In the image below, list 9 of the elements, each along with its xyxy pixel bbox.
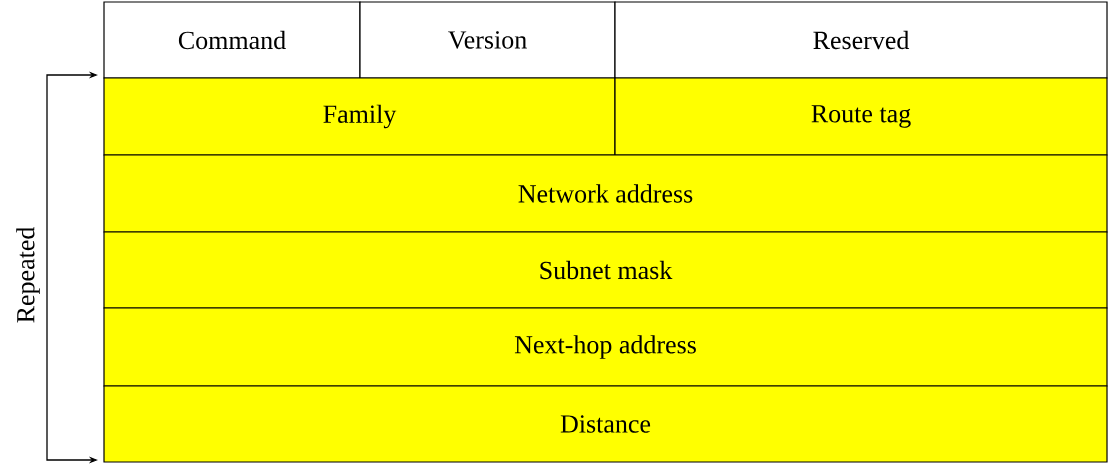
field-cell: Next-hop address bbox=[103, 307, 1108, 387]
field-cell: Route tag bbox=[614, 77, 1108, 156]
field-cell: Subnet mask bbox=[103, 231, 1108, 309]
field-cell: Distance bbox=[103, 385, 1108, 463]
field-cell: Command bbox=[103, 1, 361, 79]
field-cell: Family bbox=[103, 77, 616, 156]
side-label: Repeated bbox=[16, 226, 40, 323]
field-cell: Version bbox=[359, 1, 616, 79]
field-cell: Reserved bbox=[614, 1, 1108, 79]
